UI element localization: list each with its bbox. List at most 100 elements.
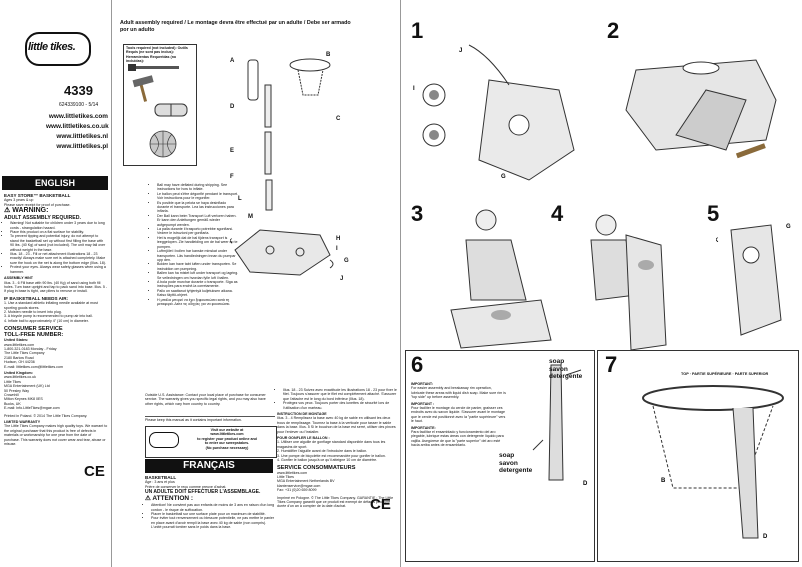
fr-cs-title: SERVICE CONSOMMATEURS: [277, 464, 356, 471]
warranty-text: The Little Tikes Company makes high qual…: [4, 424, 108, 447]
warning-heading: ⚠ WARNING:: [4, 207, 49, 215]
list-item: Η μπάλα μπορεί να έχει ξεφουσκώσει κατά …: [157, 298, 239, 307]
step-7-box: [597, 350, 799, 562]
right-column: 1 J I G 2 3 4 5 K G 6: [401, 0, 802, 567]
list-item: La palla durante il trasporto potrebbe s…: [157, 227, 239, 236]
part-label-e: E: [230, 148, 234, 154]
fr-hint: Illus. 3 - 4 Remplissez la base avec 40 …: [277, 416, 396, 434]
assembly-hint-title: ASSEMBLY HINT: [4, 276, 33, 281]
important-title-fr: IMPORTANT :: [411, 401, 435, 406]
ball-notes: Ball may have deflated during shipping. …: [151, 183, 239, 306]
part-label: G: [786, 224, 791, 230]
product-title: EASY STORE™ BASKETBALL: [4, 193, 71, 198]
list-item: Little Tikes: [277, 474, 294, 479]
top-side-label: TOP · PARTIE SUPÉRIEURE · PARTE SUPERIOR: [681, 372, 769, 376]
step-6-notes: IMPORTANT: For easier assembly and break…: [411, 382, 506, 448]
part-label-g: G: [344, 258, 349, 264]
list-item[interactable]: www.littletikes.com: [4, 342, 35, 347]
website-box-text: Visit our website at www.littletikes.com…: [181, 428, 273, 450]
list-item: 4. Gonfler le ballon jusqu'à ce qu'il at…: [277, 458, 378, 463]
list-item: Little Tikes: [4, 379, 21, 384]
ce-mark: CE: [370, 496, 391, 513]
important-title-es: IMPORTANTE:: [411, 425, 436, 430]
tools-illustration: [128, 64, 188, 158]
step-4-illustration: [590, 214, 667, 351]
step-number-6: 6: [411, 352, 424, 377]
screwdriver-icon: [128, 64, 179, 71]
cs-toll: TOLL-FREE NUMBER:: [4, 332, 64, 339]
list-item: 4. Inflate ball to approximately 4" (10 …: [4, 318, 89, 323]
fine-print: Outside U.S. Assistance: Contact your lo…: [145, 393, 266, 406]
fr-fine-print: Imprimé en Pologne. © The Little Tikes C…: [277, 495, 394, 509]
list-item: Protégez vos yeux. Toujours porter des l…: [283, 401, 397, 410]
list-item[interactable]: www.littletikes.co.uk: [4, 375, 36, 380]
list-item: MGA Entertainment Netherlands BV: [277, 479, 335, 484]
uk-address: www.littletikes.co.uk Little Tikes MGA E…: [4, 375, 108, 410]
list-item: Milton Keynes MK8 0ES: [4, 397, 43, 402]
website-link[interactable]: www.littletikes.com: [210, 432, 244, 437]
part-label-c: C: [336, 116, 341, 122]
list-item: Hudson, OH 44236: [4, 360, 35, 365]
english-instructions: EASY STORE™ BASKETBALL Ages 3 years & up…: [4, 193, 108, 447]
divider: [400, 0, 401, 567]
website-list: www.littletikes.com www.littletikes.co.u…: [46, 112, 109, 152]
part-label-a: A: [230, 58, 235, 64]
divider: [111, 0, 112, 567]
fine-print: Printed in Poland. © 2014 The Little Tik…: [4, 413, 88, 418]
list-item[interactable]: E-mail: littletikes.com@littletikes.com: [4, 364, 63, 369]
list-item: 3. Une pompe de bicyclette est recommand…: [277, 453, 386, 458]
us-title: United States:: [4, 338, 29, 343]
uk-title: United Kingdom:: [4, 371, 33, 375]
basketball-icon: [149, 130, 177, 158]
step-number-2: 2: [607, 18, 620, 43]
website-link[interactable]: www.littletikes.com: [48, 113, 108, 120]
part-label: I: [413, 86, 415, 92]
important-text-fr: Pour faciliter le montage du cercle de p…: [411, 406, 506, 424]
list-item: Bolden kan have tabt luften under transp…: [157, 262, 239, 271]
list-item: Crownhill: [4, 393, 19, 398]
list-item: 2. Moisten needle to insert into plug.: [4, 309, 62, 314]
keep-manual-note: Please keep this manual as it contains i…: [145, 416, 275, 422]
list-item[interactable]: E-mail: Info.LittleTikes@mgae.com: [4, 406, 60, 411]
step-number-7: 7: [605, 352, 618, 377]
step-1-illustration: J I G: [413, 44, 575, 181]
important-text-en: For easier assembly and breakaway rim op…: [411, 386, 506, 400]
tools-box: [123, 44, 197, 166]
fr-bullets: Attention! Ne convient pas aux enfants d…: [145, 503, 275, 529]
step-number-1: 1: [411, 18, 424, 43]
list-item: 50 Presley Way: [4, 388, 30, 393]
list-item: To prevent tipping and potential injury,…: [10, 234, 108, 252]
fr-bullets-2: Illus. 18 - 23 Suivez avec exactitude le…: [277, 388, 397, 410]
warning-icon: ⚠: [145, 495, 151, 503]
website-link[interactable]: www.littletikes.nl: [56, 133, 108, 140]
list-item: A bola pode murchar durante o transporte…: [157, 280, 239, 289]
list-item[interactable]: www.littletikes.com: [277, 470, 308, 475]
soap-label-bottom: soap savon detergente: [499, 452, 533, 474]
parts-illustration: A B C D E F G H I J K L M: [230, 52, 349, 282]
list-item: Fax: +31 (0)20 659 8099: [277, 488, 317, 493]
assembly-title: Adult assembly required / Le montage dev…: [120, 20, 351, 33]
list-item: 1. Use a standard athletic inflating nee…: [4, 301, 98, 310]
lang-header-french: FRANÇAIS: [145, 459, 273, 473]
fr-hint-title: INSTRUCTION DE MONTAGE: [277, 412, 327, 417]
part-label-h: H: [336, 236, 340, 242]
air-title: IF BASKETBALL NEEDS AIR:: [4, 295, 69, 301]
step-number-5: 5: [707, 201, 720, 226]
website-link[interactable]: www.littletikes.co.uk: [46, 123, 109, 130]
ce-mark: CE: [84, 463, 105, 480]
ages: Ages 3 years & up: [4, 198, 34, 203]
list-item[interactable]: klantenservice@mgae.com: [277, 483, 321, 488]
list-item: Illus. 18 - 23 Suivez avec exactitude le…: [283, 388, 397, 401]
part-label-f: F: [230, 174, 234, 180]
list-item: 1. Utiliser une aiguille de gonflage sta…: [277, 440, 386, 449]
part-labels: A B C D E F G H I J K L M: [230, 52, 349, 282]
list-item: Luftmjölet i bollen har kanske minskat u…: [157, 249, 239, 262]
list-item: MGA Entertainment (UK) Ltd: [4, 384, 50, 389]
soap-label-top: soap savon detergente: [549, 358, 583, 380]
fr-keep: Prière de conserver le reçu comme preuve…: [145, 484, 227, 489]
list-item: Attention! Ne convient pas aux enfants d…: [151, 503, 275, 512]
middle-column: Adult assembly required / Le montage dev…: [115, 0, 399, 567]
website-link[interactable]: www.littletikes.pl: [56, 143, 108, 150]
fr-adult: UN ADULTE DOIT EFFECTUER L'ASSEMBLAGE.: [145, 489, 261, 496]
step-number-4: 4: [551, 201, 564, 226]
